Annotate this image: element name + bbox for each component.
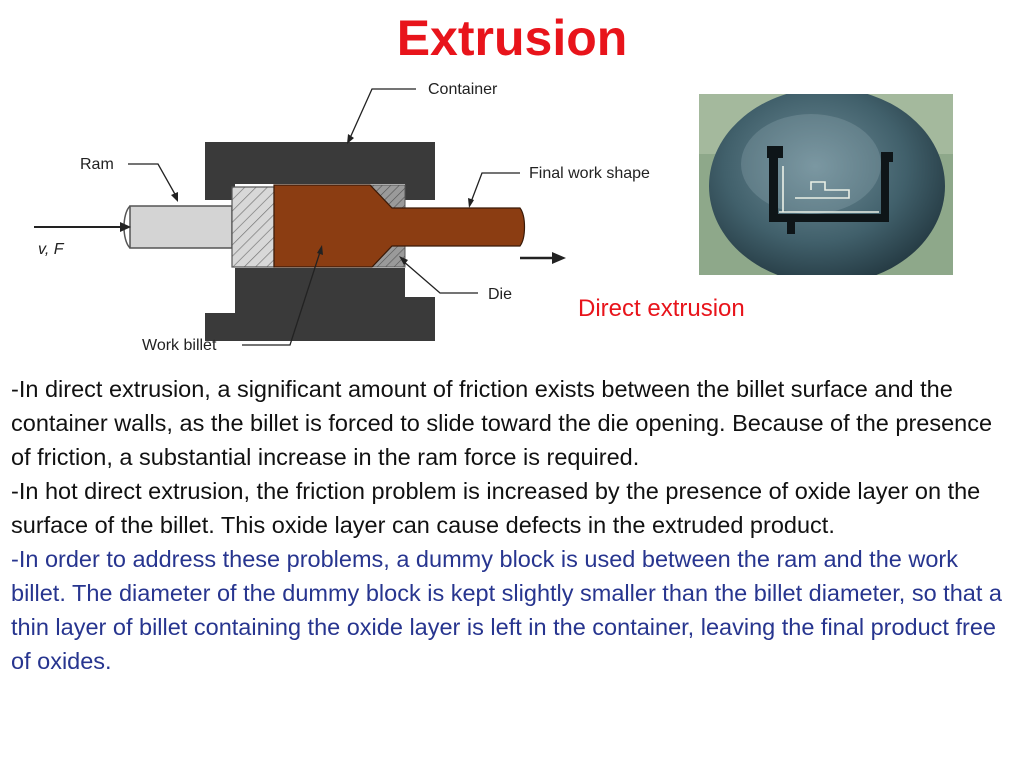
force-arrowhead bbox=[120, 222, 131, 232]
output-arrowhead bbox=[552, 252, 566, 264]
paragraph-oxide-layer: -In hot direct extrusion, the friction p… bbox=[11, 478, 981, 538]
die-disc bbox=[709, 94, 945, 275]
work-billet-leader bbox=[242, 251, 321, 346]
force-label: v, F bbox=[38, 241, 65, 258]
final-work-shape-label: Final work shape bbox=[529, 165, 650, 182]
container-bottom bbox=[205, 268, 435, 341]
final-work-shape-leader bbox=[470, 172, 520, 203]
container-label: Container bbox=[428, 81, 498, 98]
container-leader bbox=[349, 88, 416, 139]
slide-title: Extrusion bbox=[396, 10, 628, 66]
die-leader bbox=[402, 260, 478, 294]
work-billet bbox=[273, 184, 526, 268]
paragraph-friction: -In direct extrusion, a significant amou… bbox=[11, 376, 993, 470]
container-top bbox=[205, 142, 435, 200]
ram-label: Ram bbox=[80, 156, 114, 173]
ram bbox=[129, 205, 233, 249]
photo-caption: Direct extrusion bbox=[578, 295, 745, 322]
ram-leader bbox=[128, 163, 177, 197]
direct-extrusion-diagram: v, F Container Ram Final work shape Die … bbox=[34, 81, 650, 354]
paragraph-dummy-block: -In order to address these problems, a d… bbox=[11, 546, 1002, 674]
die-label: Die bbox=[488, 286, 512, 303]
work-billet-label: Work billet bbox=[142, 337, 217, 354]
dummy-block bbox=[231, 186, 275, 268]
profile-opening bbox=[767, 146, 893, 234]
extruded-profile-photo bbox=[699, 94, 953, 275]
body-text: -In direct extrusion, a significant amou… bbox=[11, 372, 1014, 678]
